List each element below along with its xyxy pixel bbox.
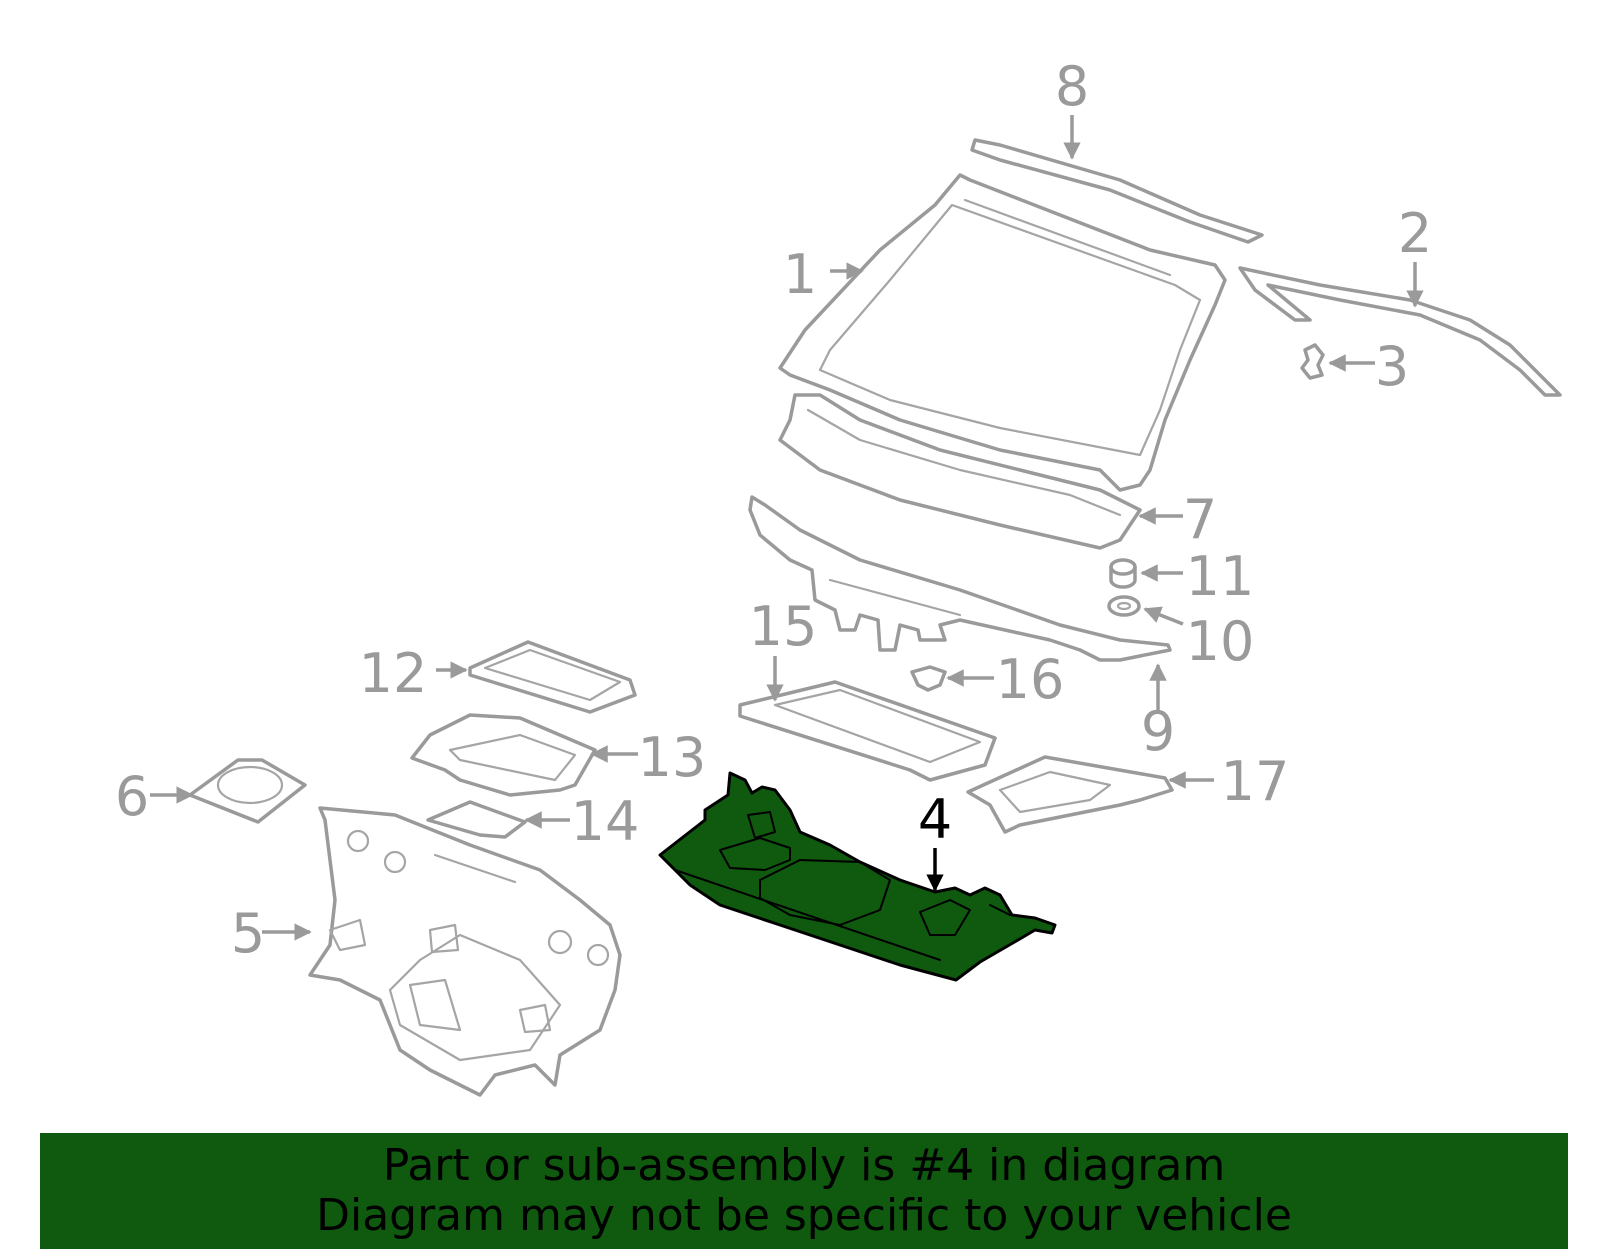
part-12-insulator [468,640,637,714]
banner-line-1: Part or sub-assembly is #4 in diagram [382,1140,1226,1191]
info-banner: Part or sub-assembly is #4 in diagram Di… [40,1133,1568,1249]
callout-5: 5 [231,902,265,965]
callout-11: 11 [1186,545,1255,608]
callout-9: 9 [1141,700,1175,763]
callout-7: 7 [1183,488,1217,551]
part-8-molding [970,138,1264,244]
part-2-side-molding [1238,266,1562,397]
callout-10: 10 [1186,610,1255,673]
banner-line-2: Diagram may not be specific to your vehi… [316,1190,1292,1241]
callout-4: 4 [918,788,952,851]
part-7-cowl-panel [778,393,1142,550]
callout-17: 17 [1221,750,1290,813]
part-3-clip [1300,343,1325,380]
part-14-plate [426,800,527,839]
part-11-grommet [1109,558,1137,589]
callout-15: 15 [749,595,818,658]
callout-16: 16 [996,648,1065,711]
part-10-washer [1107,595,1141,617]
part-15-insulator [738,680,997,782]
callout-13: 13 [638,726,707,789]
callout-12: 12 [359,642,428,705]
callout-1: 1 [783,243,817,306]
callout-6: 6 [115,765,149,828]
callout-2: 2 [1398,202,1432,265]
callout-14: 14 [571,790,640,853]
part-13-bracket [410,713,597,797]
part-6-cover [188,758,307,824]
part-4-highlighted [658,771,1057,982]
callout-8: 8 [1055,55,1089,118]
part-1-windshield [778,173,1227,492]
part-17-bracket [966,755,1174,834]
callout-3: 3 [1375,335,1409,398]
part-9-lower-cowl [748,495,1172,662]
part-16-fastener [910,665,947,692]
part-5-dash-panel [308,806,622,1097]
